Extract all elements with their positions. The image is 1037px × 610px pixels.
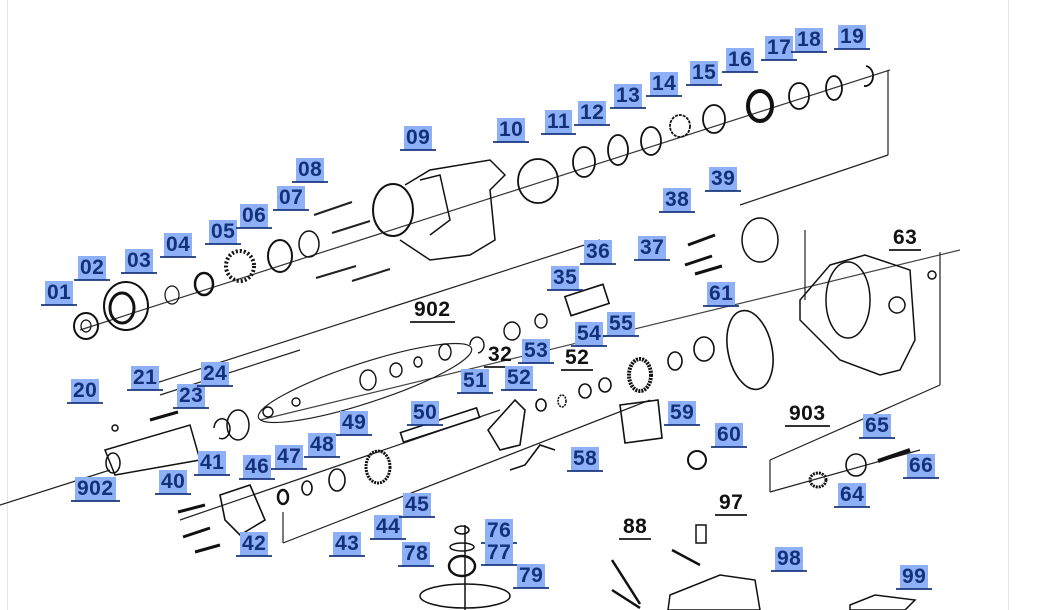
part-callout-902: 902 <box>71 477 120 502</box>
part-callout-59: 59 <box>663 401 701 426</box>
part-callout-65: 65 <box>858 414 896 439</box>
part-callout-23: 23 <box>172 384 210 409</box>
part-callout-76: 76 <box>480 519 518 544</box>
part-callout-11: 11 <box>540 110 577 135</box>
part-callout-99: 99 <box>895 565 933 590</box>
part-callout-07: 07 <box>272 186 310 211</box>
part-callout-58: 58 <box>566 447 604 472</box>
spindle <box>103 409 250 476</box>
part-callout-43: 43 <box>328 532 366 557</box>
part-callout-903: 903 <box>785 402 830 427</box>
part-callout-01: 01 <box>40 281 78 306</box>
part-callout-32: 32 <box>483 343 517 368</box>
part-callout-24: 24 <box>196 362 234 387</box>
part-callout-03: 03 <box>120 249 158 274</box>
part-callout-17: 17 <box>760 36 798 61</box>
part-callout-02: 02 <box>73 256 111 281</box>
part-callout-60: 60 <box>710 423 748 448</box>
part-callout-47: 47 <box>270 445 308 470</box>
part-callout-20: 20 <box>66 379 104 404</box>
part-callout-55: 55 <box>602 312 640 337</box>
part-callout-53: 53 <box>517 339 555 364</box>
part-callout-13: 13 <box>609 84 647 109</box>
part-callout-41: 41 <box>193 451 231 476</box>
bracket <box>684 217 779 276</box>
lower-right-parts <box>808 448 911 489</box>
part-callout-63: 63 <box>888 226 922 251</box>
part-callout-09: 09 <box>399 126 437 151</box>
part-callout-38: 38 <box>658 188 696 213</box>
part-callout-19: 19 <box>833 25 871 50</box>
part-callout-21: 21 <box>126 366 164 391</box>
part-callout-42: 42 <box>235 532 273 557</box>
part-callout-10: 10 <box>492 118 530 143</box>
part-callout-05: 05 <box>204 220 242 245</box>
part-callout-18: 18 <box>790 28 828 53</box>
rings-row <box>517 65 874 204</box>
part-callout-88: 88 <box>618 515 652 540</box>
part-callout-52: 52 <box>560 346 594 371</box>
gear-parts <box>177 283 774 554</box>
part-callout-45: 45 <box>398 493 436 518</box>
part-callout-40: 40 <box>154 470 192 495</box>
part-callout-04: 04 <box>159 233 197 258</box>
part-callout-98: 98 <box>770 547 808 572</box>
inner-parts <box>262 313 548 418</box>
part-callout-48: 48 <box>303 433 341 458</box>
page-border-right <box>1008 0 1009 610</box>
part-callout-36: 36 <box>579 240 617 265</box>
part-callout-97: 97 <box>714 491 748 516</box>
part-callout-902: 902 <box>410 298 455 323</box>
part-callout-14: 14 <box>645 72 683 97</box>
part-callout-61: 61 <box>702 282 740 307</box>
part-callout-77: 77 <box>480 541 518 566</box>
part-callout-12: 12 <box>573 101 611 126</box>
part-callout-51: 51 <box>456 369 494 394</box>
part-callout-54: 54 <box>570 322 608 347</box>
part-callout-16: 16 <box>721 48 759 73</box>
part-callout-50: 50 <box>406 401 444 426</box>
part-callout-46: 46 <box>238 455 276 480</box>
part-callout-37: 37 <box>633 236 671 261</box>
chuck-parts <box>73 230 320 340</box>
part-callout-35: 35 <box>546 266 584 291</box>
part-callout-64: 64 <box>833 483 871 508</box>
part-callout-79: 79 <box>512 564 550 589</box>
part-callout-44: 44 <box>369 515 407 540</box>
screws <box>313 201 391 282</box>
part-callout-08: 08 <box>291 158 329 183</box>
part-callout-49: 49 <box>335 411 373 436</box>
page-border-left <box>7 0 8 610</box>
bottom-parts <box>419 524 917 610</box>
part-callout-66: 66 <box>902 454 940 479</box>
part-callout-78: 78 <box>397 542 435 567</box>
part-callout-06: 06 <box>235 204 273 229</box>
gear-housing <box>799 254 937 376</box>
part-callout-52: 52 <box>500 366 538 391</box>
front-housing <box>372 159 507 261</box>
part-callout-39: 39 <box>704 167 742 192</box>
part-callout-15: 15 <box>685 61 723 86</box>
